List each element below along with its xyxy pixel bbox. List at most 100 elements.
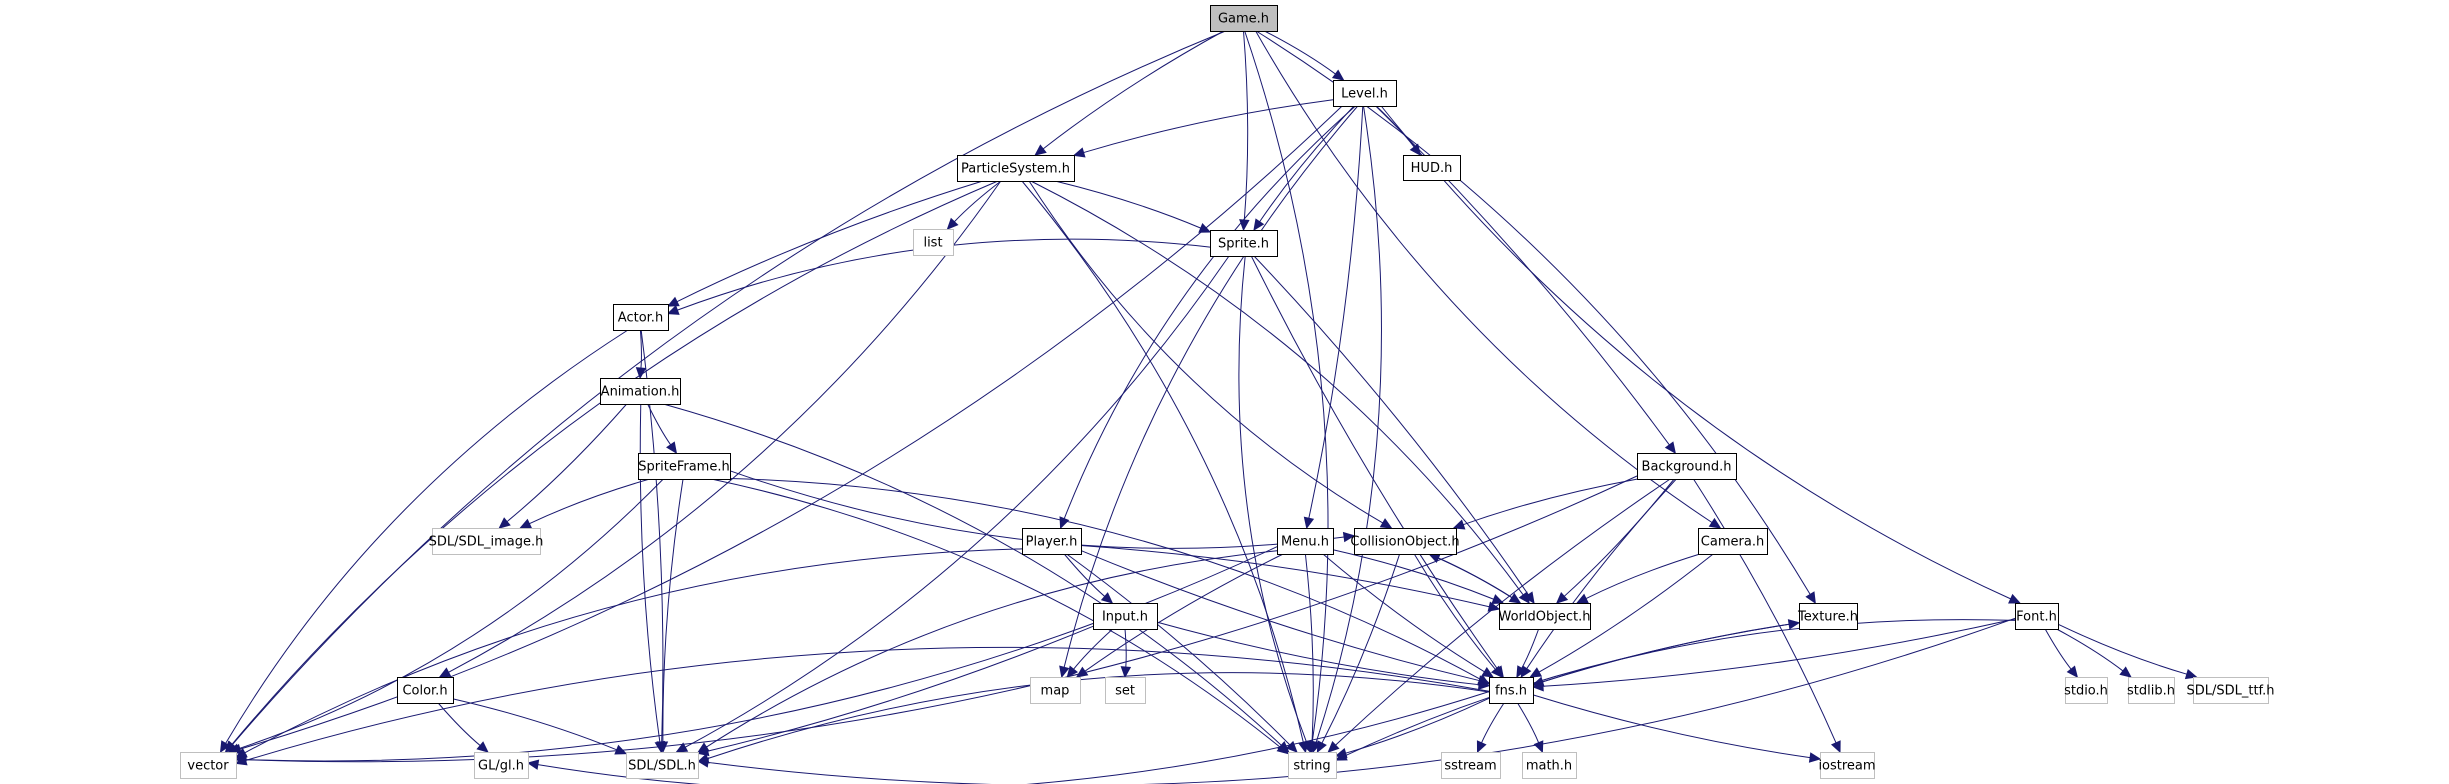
edge-particle-system-to-list: [954, 180, 1002, 223]
edge-level-to-font: [1380, 105, 2011, 600]
arrowhead-icon: [1120, 666, 1132, 679]
node-menu[interactable]: Menu.h: [1277, 528, 1334, 555]
edge-particle-system-to-color: [448, 180, 1002, 673]
edge-background-to-vector: [245, 475, 1638, 763]
node-box: [1499, 603, 1591, 630]
node-gl: GL/gl.h: [474, 752, 529, 779]
edge-level-to-player: [1063, 105, 1356, 519]
node-box: [1210, 5, 1278, 32]
edge-actor-to-vector: [225, 329, 629, 744]
arrowhead-icon: [1575, 593, 1589, 604]
node-label: HUD.h: [1411, 161, 1453, 176]
edge-sprite-frame-to-string: [711, 478, 1281, 748]
edge-sprite-frame-to-sdl: [662, 478, 684, 743]
arrowhead-icon: [1523, 591, 1535, 605]
edge-collision-object-to-string: [1321, 553, 1401, 744]
arrowhead-icon: [666, 305, 680, 315]
node-sprite-frame[interactable]: SpriteFrame.h: [638, 453, 731, 480]
arrowhead-icon: [1490, 665, 1503, 678]
node-input[interactable]: Input.h: [1093, 603, 1158, 630]
edge-input-to-map: [1073, 628, 1114, 670]
arrowhead-icon: [476, 741, 489, 753]
edge-input-to-sdl: [707, 625, 1094, 752]
arrowhead-icon: [1072, 147, 1086, 158]
edge-fns-to-texture: [1532, 623, 1790, 686]
edge-fns-to-gl: [537, 691, 1490, 784]
node-math: math.h: [1522, 752, 1577, 779]
edge-sprite-to-world-object: [1253, 255, 1529, 596]
node-box: [180, 752, 237, 779]
arrowhead-icon: [1342, 531, 1356, 543]
node-box: [2065, 677, 2108, 704]
node-animation[interactable]: Animation.h: [600, 378, 681, 405]
edge-player-to-string: [1066, 553, 1291, 746]
node-sprite[interactable]: Sprite.h: [1210, 230, 1278, 257]
arrowhead-icon: [1830, 740, 1841, 754]
arrowhead-icon: [1316, 740, 1327, 754]
node-texture[interactable]: Texture.h: [1797, 603, 1858, 630]
node-label: Animation.h: [601, 385, 680, 400]
node-label: list: [923, 236, 942, 251]
node-level[interactable]: Level.h: [1333, 80, 1397, 107]
edge-level-to-map: [1063, 105, 1359, 668]
arrowhead-icon: [2066, 665, 2079, 678]
node-box: [2128, 677, 2175, 704]
node-label: map: [1041, 684, 1070, 699]
arrowhead-icon: [1529, 667, 1543, 678]
arrowhead-icon: [1327, 740, 1340, 753]
edge-menu-to-world-object: [1332, 549, 1494, 600]
arrowhead-icon: [1708, 517, 1722, 529]
edge-input-to-set: [1124, 628, 1127, 668]
arrowhead-icon: [666, 296, 680, 307]
node-iostream: iostream: [1818, 752, 1876, 779]
arrowhead-icon: [1331, 69, 1345, 81]
arrowhead-icon: [1239, 219, 1250, 232]
node-box: [1210, 230, 1278, 257]
node-box: [2193, 677, 2269, 704]
edge-game-to-vector: [232, 30, 1226, 745]
node-label: math.h: [1526, 759, 1572, 774]
edge-game-to-string: [1244, 30, 1329, 743]
edge-background-to-collision-object: [1463, 478, 1638, 526]
node-label: string: [1293, 759, 1330, 774]
node-background[interactable]: Background.h: [1637, 453, 1737, 480]
node-label: ParticleSystem.h: [961, 162, 1070, 177]
edge-camera-to-world-object: [1585, 553, 1701, 600]
node-player[interactable]: Player.h: [1022, 528, 1082, 555]
node-stdio: stdio.h: [2064, 677, 2108, 704]
edge-level-to-sprite: [1259, 105, 1355, 223]
edge-font-to-string: [1344, 619, 2016, 757]
edge-font-to-stdio: [2044, 628, 2072, 670]
arrowhead-icon: [696, 753, 710, 764]
edge-sprite-to-sdl: [685, 255, 1230, 748]
node-font[interactable]: Font.h: [2015, 603, 2059, 630]
node-label: Texture.h: [1797, 610, 1858, 625]
edge-collision-object-to-fns: [1413, 553, 1496, 670]
node-box: [1799, 603, 1858, 630]
node-label: SDL/SDL_image.h: [429, 535, 544, 550]
node-box: [1441, 752, 1501, 779]
node-box: [397, 677, 454, 704]
node-game[interactable]: Game.h: [1210, 5, 1278, 32]
node-world-object[interactable]: WorldObject.h: [1499, 603, 1591, 630]
edge-input-to-fns: [1156, 621, 1480, 686]
arrowhead-icon: [1531, 681, 1544, 692]
node-color[interactable]: Color.h: [397, 677, 454, 704]
edge-sprite-frame-to-sdl-image: [529, 478, 650, 525]
node-label: Background.h: [1642, 460, 1732, 475]
node-label: sstream: [1444, 759, 1496, 774]
arrowhead-icon: [1253, 218, 1265, 232]
arrowhead-icon: [2119, 666, 2132, 678]
node-collision-object[interactable]: CollisionObject.h: [1350, 528, 1460, 555]
node-fns[interactable]: fns.h: [1489, 677, 1534, 704]
node-actor[interactable]: Actor.h: [613, 304, 669, 331]
node-hud[interactable]: HUD.h: [1403, 155, 1461, 181]
edge-game-to-texture: [1255, 30, 1811, 595]
arrowhead-icon: [666, 441, 678, 454]
arrowhead-icon: [1533, 740, 1544, 754]
node-camera[interactable]: Camera.h: [1698, 528, 1768, 555]
edge-player-to-input: [1063, 553, 1106, 597]
node-label: Menu.h: [1281, 535, 1329, 550]
node-particle-system[interactable]: ParticleSystem.h: [957, 155, 1075, 182]
